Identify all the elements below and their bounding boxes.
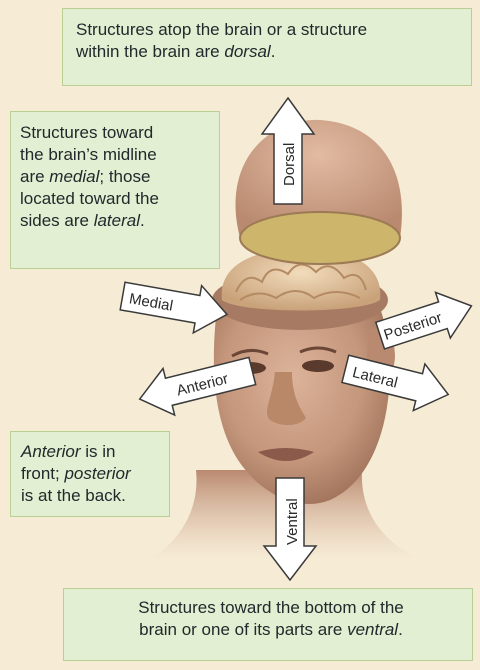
lateral-arrow: Lateral [340, 346, 454, 418]
posterior-arrow: Posterior [373, 283, 479, 358]
medial-callout-line3: are medial; those [20, 166, 211, 188]
medial-callout-line4: located toward the [20, 188, 211, 210]
dorsal-callout-line1: Structures atop the brain or a structure [76, 19, 461, 41]
anterior-callout-line3: is at the back. [21, 485, 163, 507]
ventral-callout-line2: brain or one of its parts are ventral. [78, 619, 464, 641]
anterior-arrow: Anterior [134, 348, 258, 423]
medial-callout-line2: the brain’s midline [20, 144, 211, 166]
medial-lateral-callout: Structures toward the brain’s midline ar… [10, 111, 220, 269]
dorsal-arrow: Dorsal [262, 98, 314, 204]
ventral-label: Ventral [284, 498, 301, 545]
medial-arrow: Medial [118, 272, 231, 338]
dorsal-label: Dorsal [281, 143, 298, 186]
ventral-callout: Structures toward the bottom of the brai… [63, 588, 473, 661]
dorsal-callout: Structures atop the brain or a structure… [62, 8, 472, 86]
anterior-callout-line1: Anterior is in [21, 441, 163, 463]
anterior-callout-line2: front; posterior [21, 463, 163, 485]
anterior-posterior-callout: Anterior is in front; posterior is at th… [10, 431, 170, 517]
ventral-arrow: Ventral [264, 478, 316, 580]
medial-callout-line5: sides are lateral. [20, 210, 211, 232]
medial-callout-line1: Structures toward [20, 122, 211, 144]
ventral-callout-line1: Structures toward the bottom of the [78, 597, 464, 619]
dorsal-callout-line2: within the brain are dorsal. [76, 41, 461, 63]
